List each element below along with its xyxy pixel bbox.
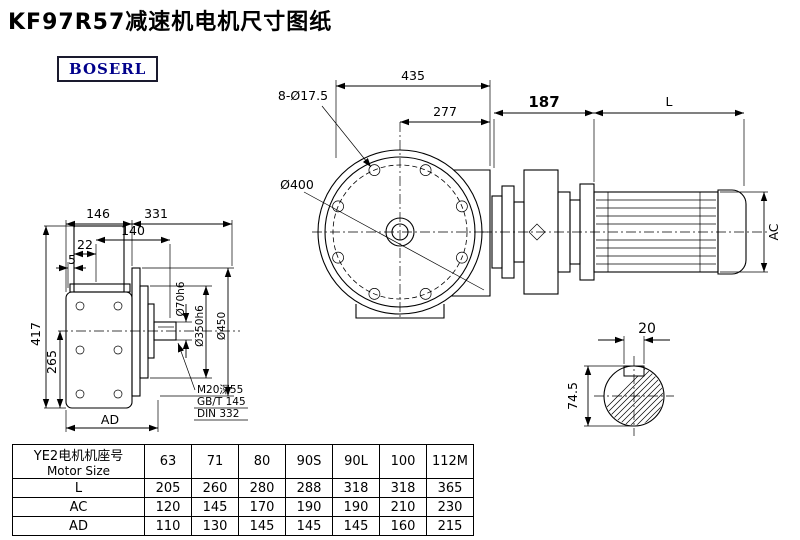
- column-header-71: 71: [191, 444, 239, 479]
- dia-350-label: Ø350h6: [194, 305, 206, 347]
- dim-435: 435: [401, 68, 425, 83]
- dim-187: 187: [528, 93, 559, 111]
- note-din332: DIN 332: [197, 408, 239, 420]
- table-row-AC: AC 120 145 170 190 190 210 230: [12, 497, 474, 517]
- table-cell: 145: [238, 516, 286, 536]
- bolt-holes-label: 8-Ø17.5: [278, 88, 328, 103]
- motor-view: 187 L AC: [482, 93, 781, 295]
- table-row-L: L 205 260 280 288 318 318 365: [12, 478, 474, 498]
- dim-140: 140: [121, 223, 145, 238]
- table-cell: 365: [426, 478, 474, 498]
- side-view: 146 331 140 22 5 417 265 AD Ø70h6 Ø350h6…: [28, 206, 248, 432]
- dim-74-5: 74.5: [565, 382, 580, 410]
- note-gbt145: GB/T 145: [197, 396, 246, 408]
- dia-70-label: Ø70h6: [175, 281, 187, 316]
- dim-277: 277: [433, 104, 457, 119]
- table-cell: 110: [144, 516, 192, 536]
- table-cell: 280: [238, 478, 286, 498]
- table-cell: 318: [379, 478, 427, 498]
- table-cell: 145: [285, 516, 333, 536]
- column-header-80: 80: [238, 444, 286, 479]
- table-cell: 215: [426, 516, 474, 536]
- table-cell: 190: [332, 497, 380, 517]
- table-cell: 210: [379, 497, 427, 517]
- table-cell: 145: [332, 516, 380, 536]
- column-header-112m: 112M: [426, 444, 474, 479]
- dim-AC: AC: [766, 223, 781, 240]
- dim-L: L: [666, 94, 673, 109]
- spec-table: YE2电机机座号 Motor Size 63 71 80 90S 90L 100…: [12, 444, 474, 536]
- dim-417: 417: [28, 322, 43, 346]
- technical-drawing: 435 8-Ø17.5 277 Ø400: [28, 68, 781, 436]
- table-cell: 120: [144, 497, 192, 517]
- table-cell: 190: [285, 497, 333, 517]
- table-row-AD: AD 110 130 145 145 145 160 215: [12, 516, 474, 536]
- column-header-100: 100: [379, 444, 427, 479]
- column-header-63: 63: [144, 444, 192, 479]
- table-cell: 205: [144, 478, 192, 498]
- dim-AD: AD: [101, 412, 119, 427]
- table-cell: 230: [426, 497, 474, 517]
- boserl-logo: BOSERL: [57, 56, 159, 82]
- row-label-AD: AD: [12, 516, 145, 536]
- shaft-section-view: 20 74.5: [565, 321, 674, 436]
- motor-size-header-en: Motor Size: [46, 464, 111, 478]
- dim-5: 5: [68, 252, 76, 267]
- front-view: 435 8-Ø17.5 277 Ø400: [278, 68, 491, 319]
- table-cell: 260: [191, 478, 239, 498]
- table-cell: 288: [285, 478, 333, 498]
- dim-400: Ø400: [280, 177, 314, 192]
- column-header-90l: 90L: [332, 444, 380, 479]
- note-m20: M20深55: [197, 384, 243, 396]
- column-header-90s: 90S: [285, 444, 333, 479]
- dim-22: 22: [77, 237, 93, 252]
- table-header-row: YE2电机机座号 Motor Size 63 71 80 90S 90L 100…: [12, 444, 474, 479]
- table-cell: 170: [238, 497, 286, 517]
- motor-size-header-cn: YE2电机机座号: [33, 449, 124, 464]
- table-cell: 318: [332, 478, 380, 498]
- dia-450-label: Ø450: [216, 312, 228, 340]
- row-label-L: L: [12, 478, 145, 498]
- dim-146: 146: [86, 206, 110, 221]
- motor-size-header: YE2电机机座号 Motor Size: [12, 444, 145, 479]
- row-label-AC: AC: [12, 497, 145, 517]
- table-cell: 130: [191, 516, 239, 536]
- dim-331: 331: [144, 206, 168, 221]
- dim-20: 20: [638, 321, 656, 337]
- table-cell: 145: [191, 497, 239, 517]
- page-title: KF97R57减速机电机尺寸图纸: [8, 10, 333, 35]
- dim-265: 265: [44, 350, 59, 374]
- table-cell: 160: [379, 516, 427, 536]
